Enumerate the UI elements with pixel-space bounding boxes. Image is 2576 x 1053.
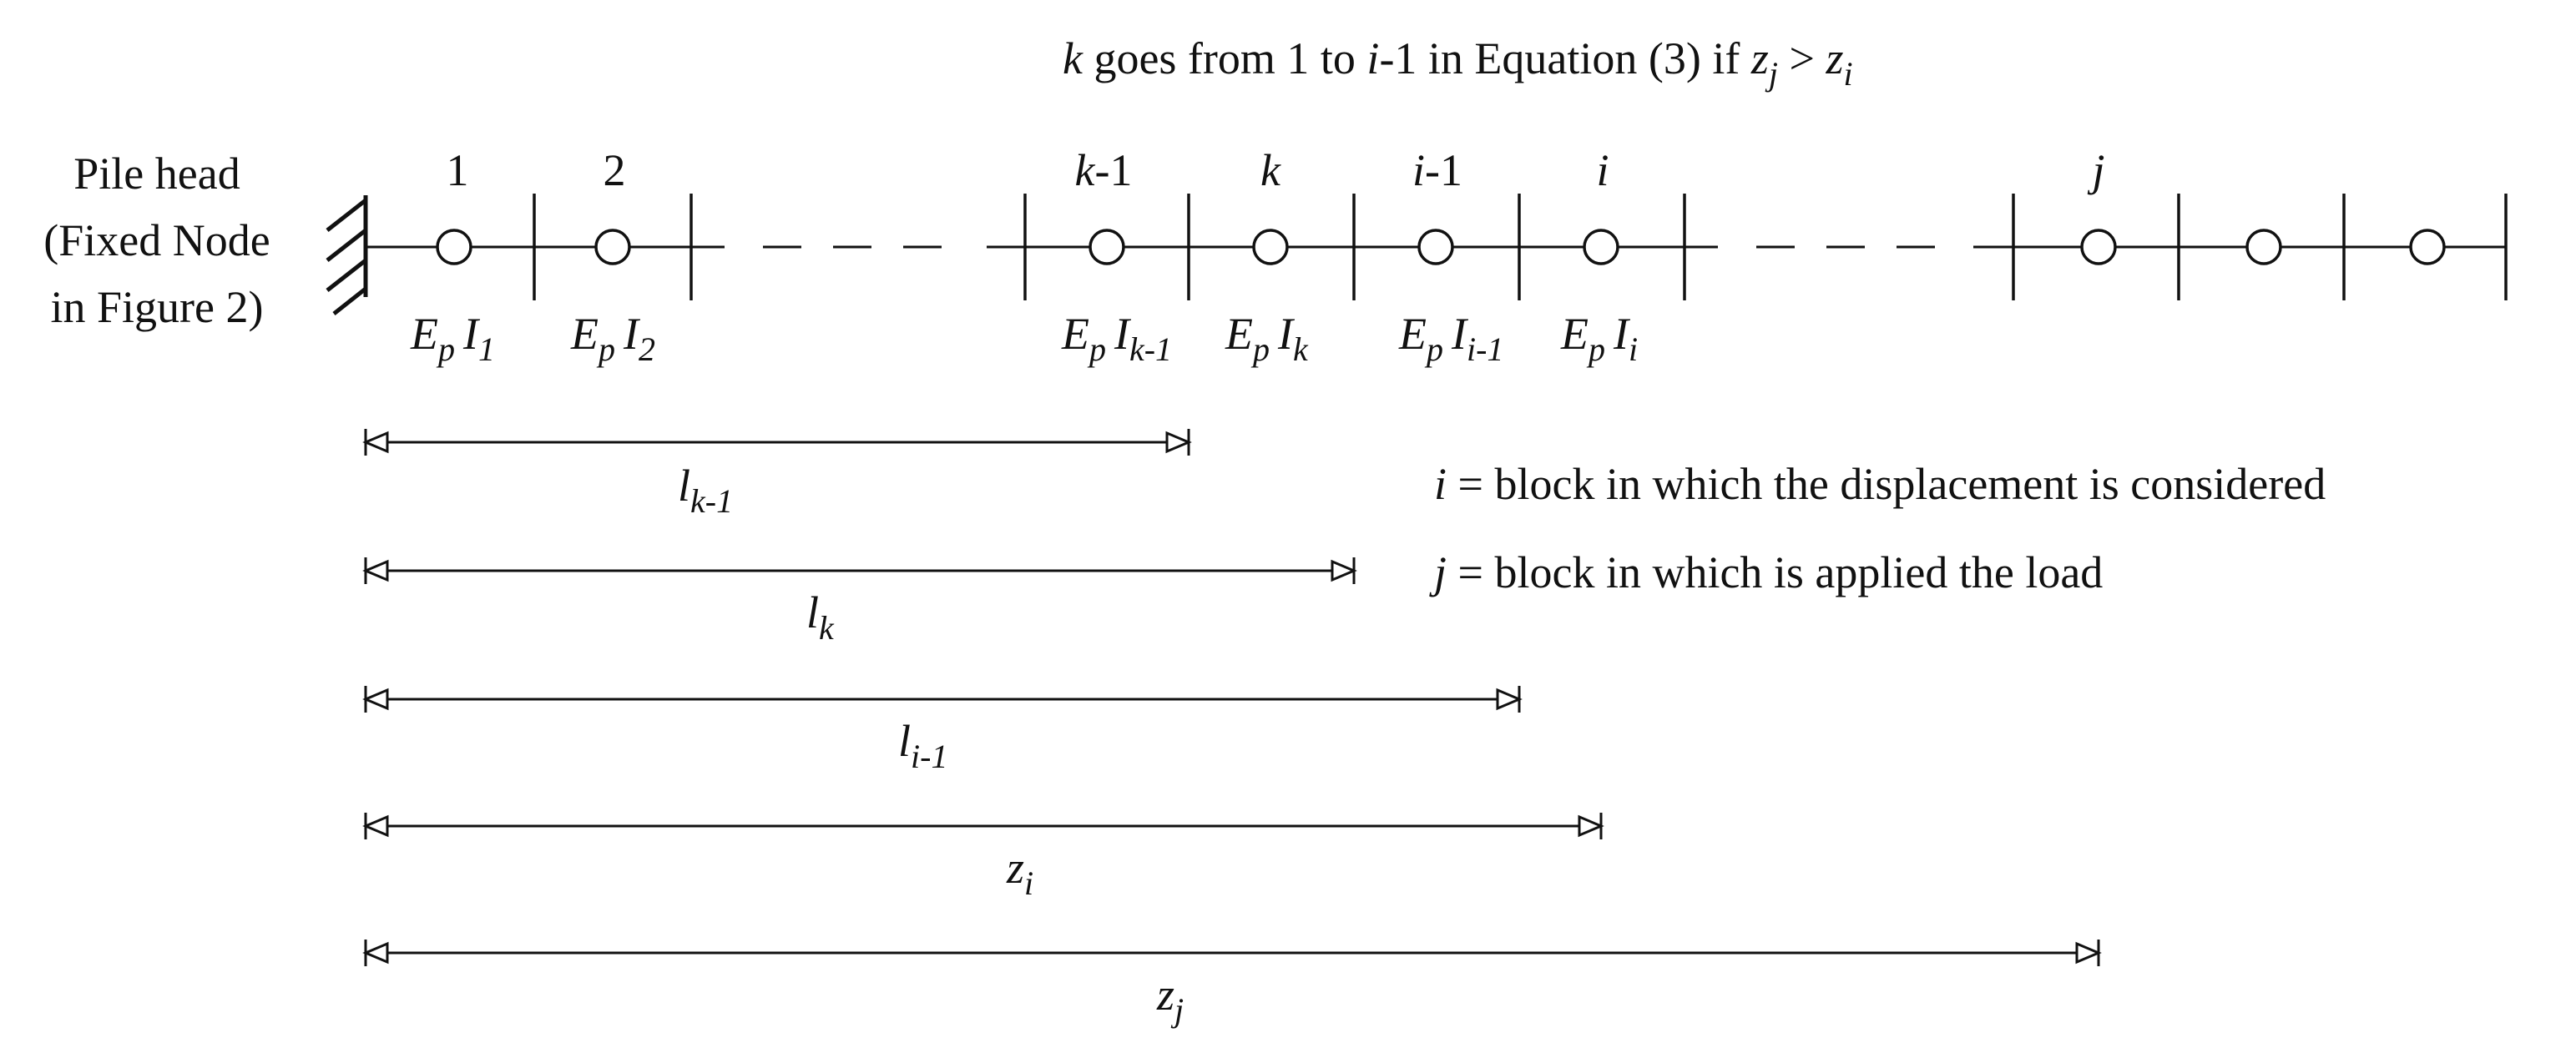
block-label-2: 2 (604, 145, 626, 195)
dimension-z-i: zi (362, 813, 1604, 902)
dimension-l-i-1: li-1 (362, 686, 1523, 775)
header-zj-sub: j (1765, 55, 1778, 93)
dimension-label-l-k: lk (806, 587, 835, 647)
block-node (594, 229, 631, 265)
header-i: i (1366, 33, 1379, 83)
block-label-1: 1 (447, 145, 469, 195)
legend-item-i: i = block in which the displacement is c… (1434, 459, 2326, 509)
block-label-i: i (1596, 145, 1609, 195)
block-nodes (436, 229, 2446, 265)
legend-i-text: = block in which the displacement is con… (1447, 459, 2326, 509)
dimension-end-arrow (1578, 814, 1604, 838)
block-node (1583, 229, 1619, 265)
dimension-start-arrow (362, 431, 389, 454)
header-zi-sub: i (1843, 55, 1852, 93)
legend-i-var: i (1434, 459, 1447, 509)
block-node (1417, 229, 1454, 265)
dimension-start-arrow (362, 941, 389, 965)
dimension-z-j: zj (362, 940, 2102, 1029)
pile-head-line-3: in Figure 2) (51, 282, 264, 332)
header-text-1: goes from 1 to (1083, 33, 1366, 83)
legend-item-j: j = block in which is applied the load (1429, 547, 2103, 597)
dimension-label-l-i-1: li-1 (898, 716, 947, 775)
legend-j-text: = block in which is applied the load (1447, 547, 2103, 597)
block-node (2245, 229, 2282, 265)
block-node (2080, 229, 2117, 265)
dimension-end-arrow (1331, 559, 1357, 582)
dimension-lines: lk-1 lk li-1 zi zj (362, 429, 2102, 1029)
dimension-label-l-k-1: lk-1 (678, 461, 733, 520)
dimension-start-arrow (362, 814, 389, 838)
header-zi: z (1825, 33, 1843, 83)
pile-head-line-1: Pile head (73, 149, 240, 199)
block-node (1088, 229, 1125, 265)
dimension-start-arrow (362, 559, 389, 582)
dimension-l-k-1: lk-1 (362, 429, 1192, 520)
header-text-2: -1 in Equation (3) if (1379, 33, 1750, 83)
block-node (1252, 229, 1289, 265)
dimension-l-k: lk (362, 557, 1357, 647)
block-node (436, 229, 472, 265)
dimension-end-arrow (2075, 941, 2102, 965)
dimension-start-arrow (362, 688, 389, 711)
dimension-label-z-j: zj (1156, 970, 1184, 1029)
block-node (2409, 229, 2446, 265)
dimension-end-arrow (1165, 431, 1192, 454)
header-gt: > (1778, 33, 1826, 83)
header-text: k goes from 1 to i-1 in Equation (3) if … (1063, 33, 1853, 93)
pile-head-line-2: (Fixed Node (43, 215, 270, 265)
block-label-j: j (2087, 145, 2104, 195)
dimension-end-arrow (1496, 688, 1523, 711)
header-zj: z (1750, 33, 1769, 83)
legend-j-var: j (1429, 547, 1447, 597)
block-label-k: k (1260, 145, 1281, 195)
block-label-k-1: k-1 (1075, 145, 1133, 195)
fixed-support (326, 195, 368, 315)
block-label-i-1: i-1 (1412, 145, 1462, 195)
block-labels: 1 2 k-1 k i-1 i j (447, 145, 2105, 195)
block-boundaries (533, 194, 2508, 300)
dimension-label-z-i: zi (1006, 843, 1033, 902)
header-k: k (1063, 33, 1083, 83)
